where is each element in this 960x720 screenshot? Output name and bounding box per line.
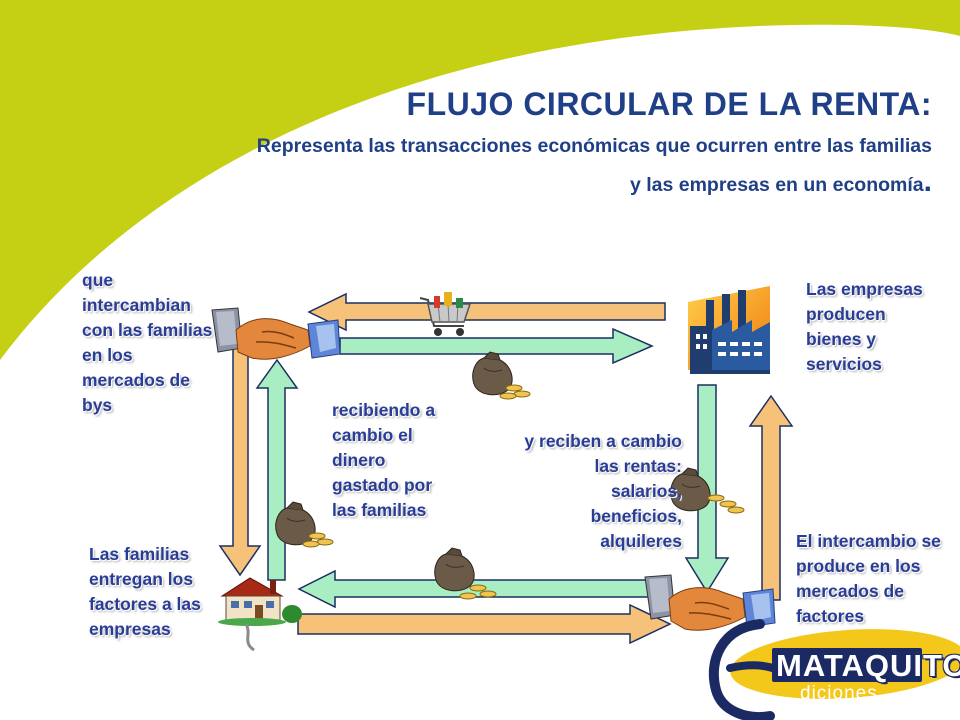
arrow-factors-to-firms [297,603,672,645]
handshake-icon [644,574,776,631]
label-families-deliver: Las familias entregan los factores a las… [89,544,201,639]
logo-subtext: diciones [800,683,878,704]
arrow-right-up [748,394,794,601]
house-icon [218,577,302,652]
shopping-cart-icon [419,292,472,336]
arrow-spending-to-firms [339,327,654,365]
label-firms-produce: Las empresas producen bienes y servicios [806,279,923,374]
money-bag-icon [472,351,531,400]
money-bag-icon [275,501,334,548]
subtitle-line-1: Representa las transacciones económicas … [256,135,932,157]
label-receive-rents: y reciben a cambio las rentas: salarios,… [524,431,682,551]
factory-icon [688,286,770,374]
label-bys-exchange: que intercambian con las familias en los… [82,270,213,415]
arrow-left-down [218,344,262,577]
slide-subtitle: Representa las transacciones económicas … [80,128,932,203]
label-receive-money: recibiendo a cambio el dinero gastado po… [332,400,436,520]
logo-wordmark: MATAQUITO [776,648,960,683]
mataquito-logo [708,619,960,720]
handshake-icon [211,307,341,360]
arrow-left-up [255,358,299,581]
slide-title: FLUJO CIRCULAR DE LA RENTA: [406,86,932,122]
money-bag-icon [670,467,745,514]
subtitle-period: . [923,165,932,198]
label-factor-exchange: El intercambio se produce en los mercado… [796,531,941,626]
subtitle-line-2: y las empresas en un economía [629,174,924,196]
money-bag-icon [434,547,497,600]
